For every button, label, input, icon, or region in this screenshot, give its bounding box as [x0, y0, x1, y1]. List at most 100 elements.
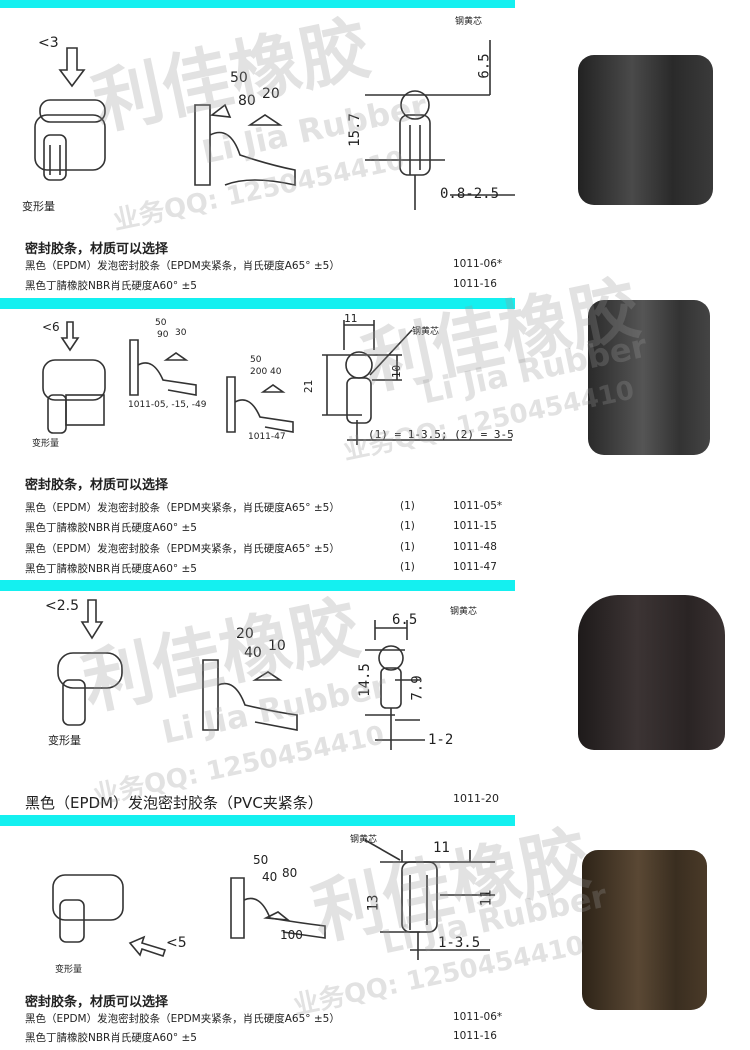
angle-label: 40 [244, 645, 262, 661]
angle-label: 200 [250, 367, 268, 377]
dimension-label: 21 [302, 379, 316, 394]
dimension-label: 0.8-2.5 [440, 186, 500, 202]
table-row: 黑色丁腈橡胶NBR肖氏硬度A60° ±5 (1) 1011-47 [25, 561, 515, 579]
section-title: 密封胶条，材质可以选择 [25, 478, 169, 493]
seal-profile-drawing [42, 359, 106, 434]
angle-label: 40 [270, 367, 282, 377]
dimension-label: 1-3.5 [438, 935, 481, 951]
row-note: (1) [400, 561, 415, 573]
spring-core-label: 钢黄芯 [455, 17, 483, 27]
table-row: 黑色丁腈橡胶NBR肖氏硬度A60° ±5 1011-16 [25, 1030, 515, 1048]
deform-value: <2.5 [45, 598, 79, 614]
angle-label: 10 [268, 638, 286, 654]
deform-label: 变形量 [55, 965, 83, 975]
row-desc: 黑色丁腈橡胶NBR肖氏硬度A60° ±5 [25, 1032, 197, 1044]
section-title: 黑色（EPDM）发泡密封胶条（PVC夹紧条） [25, 794, 323, 812]
angle-label: 50 [230, 70, 248, 86]
table-row: 黑色（EPDM）发泡密封胶条（EPDM夹紧条，肖氏硬度A65° ±5）(1)10… [25, 541, 515, 559]
row-code: 1011-16 [453, 1030, 497, 1042]
seal-profile-drawing [52, 874, 124, 943]
deform-label: 变形量 [22, 200, 55, 213]
dimension-label: 7.9 [409, 675, 426, 701]
drawing-caption: 1011-05, -15, -49 [128, 400, 207, 410]
dimension-label: 15.7 [346, 113, 363, 147]
deform-value: <3 [38, 35, 59, 51]
deform-value: <6 [42, 320, 60, 334]
row-code: 1011-47 [453, 561, 497, 573]
angle-label: 50 [155, 318, 167, 328]
cross-section-drawing [364, 839, 495, 960]
row-code: 1011-06* [453, 258, 503, 270]
row-desc: 黑色（EPDM）发泡密封胶条（EPDM夹紧条，肖氏硬度A65° ±5） [25, 543, 340, 555]
dimension-label: 6.5 [476, 53, 493, 79]
angle-label: 80 [238, 93, 256, 109]
spring-core-label: 钢黄芯 [350, 835, 378, 845]
deform-value: <5 [166, 935, 187, 951]
dimension-label: 11 [478, 889, 495, 907]
dimension-label: 13 [365, 894, 382, 912]
product-photo [588, 300, 710, 455]
row-desc: 黑色（EPDM）发泡密封胶条（EPDM夹紧条，肖氏硬度A65° ±5） [25, 260, 340, 272]
spring-core-label: 钢黄芯 [412, 327, 440, 337]
product-photo [578, 595, 725, 750]
arrow-down-icon [58, 47, 86, 88]
angle-label: 80 [282, 866, 298, 880]
deform-label: 变形量 [48, 734, 81, 747]
product-photo [582, 850, 707, 1010]
row-desc: 黑色丁腈橡胶NBR肖氏硬度A60° ±5 [25, 522, 197, 534]
row-code: 1011-15 [453, 520, 497, 532]
row-note: (1) [400, 500, 415, 512]
row-desc: 黑色丁腈橡胶NBR肖氏硬度A60° ±5 [25, 563, 197, 575]
arrow-down-icon [60, 321, 80, 352]
dimension-label: 1-2 [428, 732, 454, 748]
angle-label: 20 [262, 86, 280, 102]
angle-label: 20 [236, 626, 254, 642]
angle-label: 100 [280, 928, 303, 942]
section-title: 密封胶条，材质可以选择 [25, 995, 169, 1010]
section-divider-3 [0, 580, 515, 591]
row-code: 1011-20 [453, 792, 499, 805]
dimension-label: 14.5 [356, 663, 373, 697]
row-code: 1011-06* [453, 1011, 503, 1023]
seal-profile-drawing [57, 652, 123, 726]
row-code: 1011-16 [453, 278, 497, 290]
angle-label: 50 [253, 853, 269, 867]
spring-core-label: 钢黄芯 [450, 607, 478, 617]
arrow-down-icon [80, 599, 104, 640]
dimension-label: (1) = 1-3.5; (2) = 3-5 [368, 428, 514, 441]
row-desc: 黑色（EPDM）发泡密封胶条（EPDM夹紧条，肖氏硬度A65° ±5） [25, 1013, 340, 1025]
section-divider-4 [0, 815, 515, 826]
dimension-label: 11 [344, 312, 358, 325]
cross-section-drawing [322, 320, 512, 445]
lip-angle-drawing [202, 659, 298, 731]
cross-section-drawing [365, 620, 425, 750]
dimension-label: 6.5 [392, 612, 418, 628]
angle-label: 90 [157, 330, 169, 340]
deform-label: 变形量 [32, 439, 60, 449]
drawing-caption: 1011-47 [248, 432, 286, 442]
table-row: 黑色（EPDM）发泡密封胶条（EPDM夹紧条，肖氏硬度A65° ±5） 1011-… [25, 258, 515, 276]
product-photo [578, 55, 713, 205]
dimension-label: 10 [390, 364, 404, 379]
table-row: 黑色丁腈橡胶NBR肖氏硬度A60° ±5 1011-16 [25, 278, 515, 296]
seal-profile-drawing [34, 99, 106, 181]
section-divider-1 [0, 0, 515, 8]
arrow-up-left-icon [128, 935, 167, 958]
lip-angle-drawing [226, 376, 294, 433]
angle-label: 50 [250, 355, 262, 365]
row-note: (1) [400, 520, 415, 532]
section-title: 密封胶条，材质可以选择 [25, 242, 169, 257]
row-note: (1) [400, 541, 415, 553]
angle-label: 40 [262, 870, 278, 884]
table-row: 黑色（EPDM）发泡密封胶条（EPDM夹紧条，肖氏硬度A65° ±5） 1011-… [25, 1011, 515, 1029]
row-code: 1011-05* [453, 500, 503, 512]
section-divider-2 [0, 298, 515, 309]
lip-angle-drawing [194, 103, 296, 186]
table-row: 黑色（EPDM）发泡密封胶条（EPDM夹紧条，肖氏硬度A65° ±5） (1) 10… [25, 500, 515, 518]
table-row: 黑色丁腈橡胶NBR肖氏硬度A60° ±5 (1) 1011-15 [25, 520, 515, 538]
lip-angle-drawing [230, 877, 326, 939]
lip-angle-drawing [129, 339, 197, 396]
row-desc: 黑色（EPDM）发泡密封胶条（EPDM夹紧条，肖氏硬度A65° ±5） [25, 502, 340, 514]
row-desc: 黑色丁腈橡胶NBR肖氏硬度A60° ±5 [25, 280, 197, 292]
dimension-label: 11 [433, 840, 450, 856]
